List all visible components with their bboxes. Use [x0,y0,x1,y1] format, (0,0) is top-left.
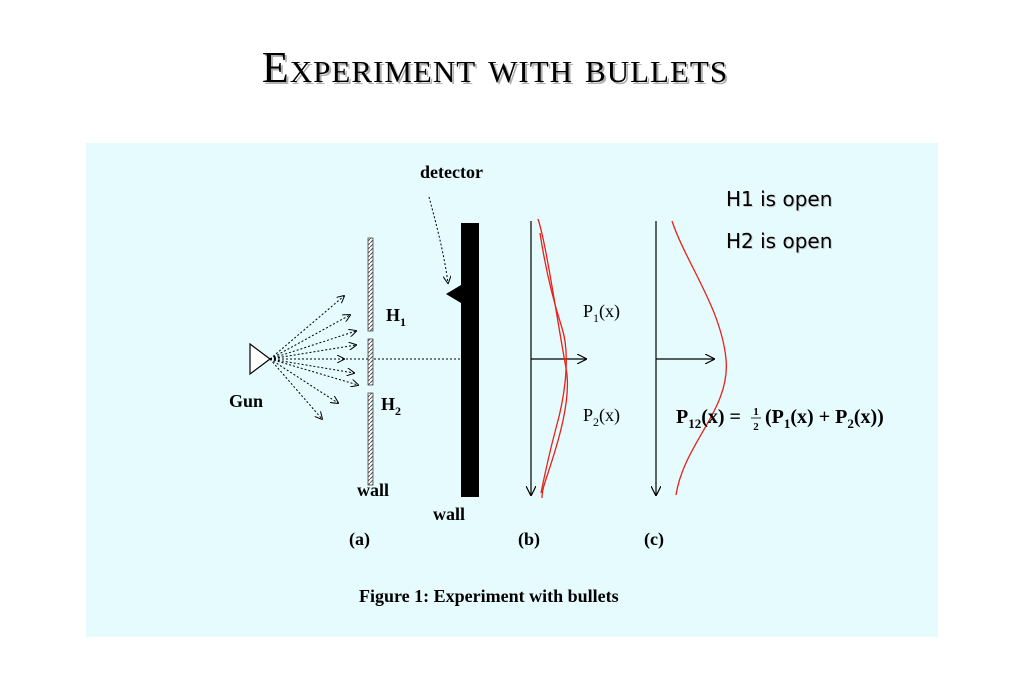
curve-p1 [539,232,567,494]
figure-caption: Figure 1: Experiment with bullets [359,586,619,606]
combined-probability-formula: P12(x) = 1 2 (P1(x) + P2(x)) [676,406,884,433]
wall-with-holes [367,237,374,486]
figure-panel: Gun H1 H2 wall detector wall [86,143,938,637]
detector-marker [446,285,461,303]
axis-c [656,221,714,495]
hole-1-label: H1 [386,305,406,329]
detector-label: detector [420,162,483,182]
h2-status: H2 is open [726,229,833,253]
gun-label: Gun [229,391,263,411]
wall-a-label: wall [357,480,389,500]
subfigure-c-label: (c) [644,529,664,550]
p1-label: P1(x) [583,301,620,325]
h1-status: H1 is open [726,187,833,211]
p2-label: P2(x) [583,405,620,429]
bullet-trajectories [269,296,461,419]
svg-text:2: 2 [753,421,759,433]
bullet-experiment-diagram: Gun H1 H2 wall detector wall [229,162,884,606]
curve-p12 [671,220,727,496]
slide-title: Experiment with bullets [261,43,729,92]
gun-triangle [249,342,271,376]
svg-text:1: 1 [753,406,759,418]
detector-pointer [428,196,448,283]
svg-text:P12(x) =: P12(x) = [676,406,741,431]
subfigure-b-label: (b) [518,529,540,550]
hole-2-label: H2 [381,394,401,418]
back-wall [461,223,479,497]
axis-b [531,221,586,495]
wall-b-label: wall [433,504,465,524]
svg-text:(P1(x) + P2(x)): (P1(x) + P2(x)) [765,406,884,431]
subfigure-a-label: (a) [349,529,370,550]
curve-p2 [537,218,569,499]
